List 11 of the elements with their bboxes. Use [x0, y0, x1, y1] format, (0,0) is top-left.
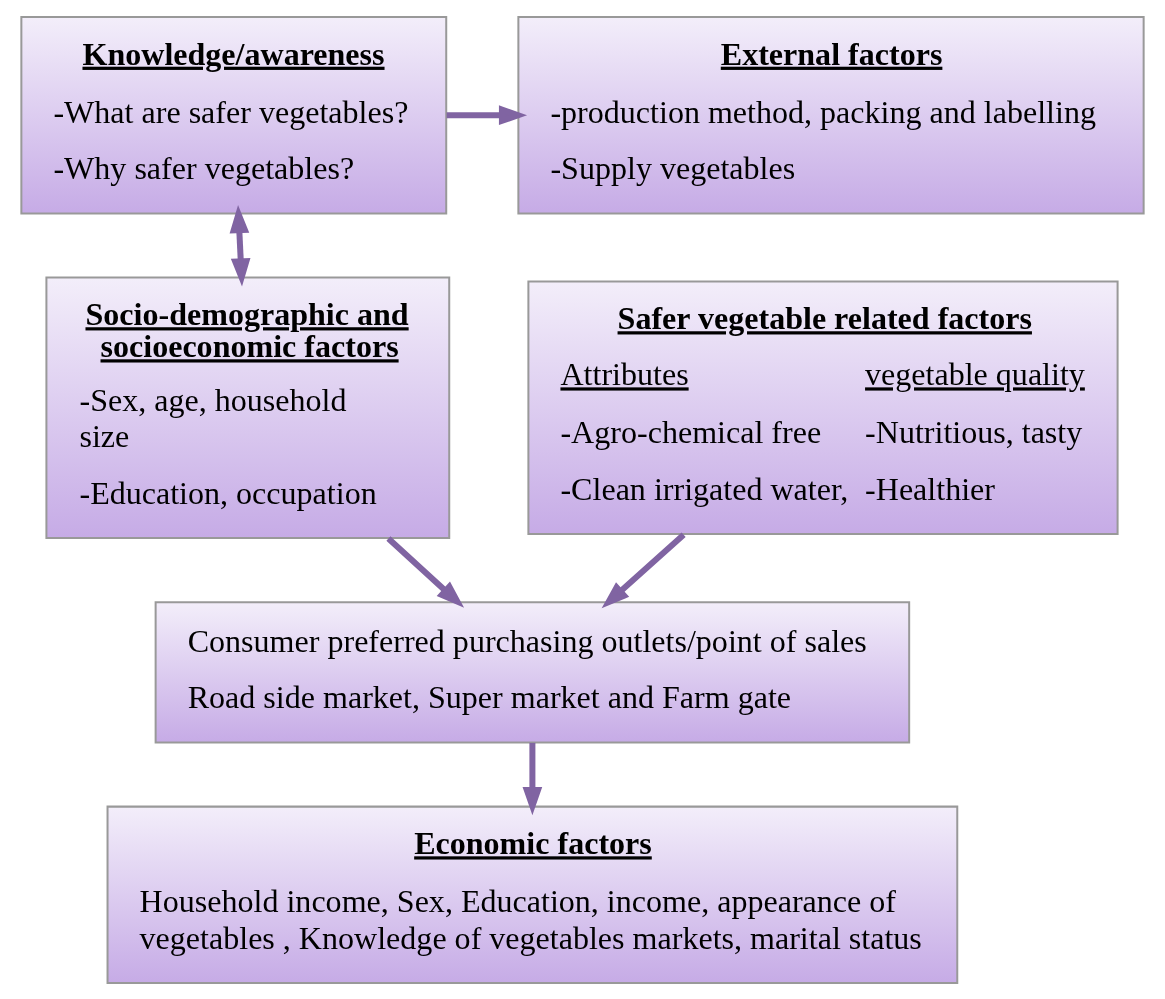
arrow: [522, 742, 543, 815]
node-box: External factors -production method, packing and labelling -Supply vegetables: [517, 15, 1145, 214]
arrow: [446, 104, 528, 125]
node-box: Knowledge/awareness -What are safer vegetables? -Why safer vegetables?: [20, 15, 448, 214]
node-box: Safer vegetable related factors Attributes vegetable quality -Agro-chemical free -Nutritious, tasty -Clean irrigated water, -Healthier: [527, 280, 1119, 535]
node-box: Economic factors Household income, Sex, Education, income, appearance of vegetables , Knowledge of vegetables markets, marital status: [106, 805, 959, 984]
node-box: Socio-demographic and socioeconomic factors -Sex, age, household size -Education, occupation: [45, 276, 451, 539]
node-box: Consumer preferred purchasing outlets/point of sales Road side market, Super market and Farm gate: [154, 600, 911, 743]
arrow: [386, 535, 465, 608]
arrow: [229, 204, 251, 286]
arrow: [601, 532, 686, 608]
